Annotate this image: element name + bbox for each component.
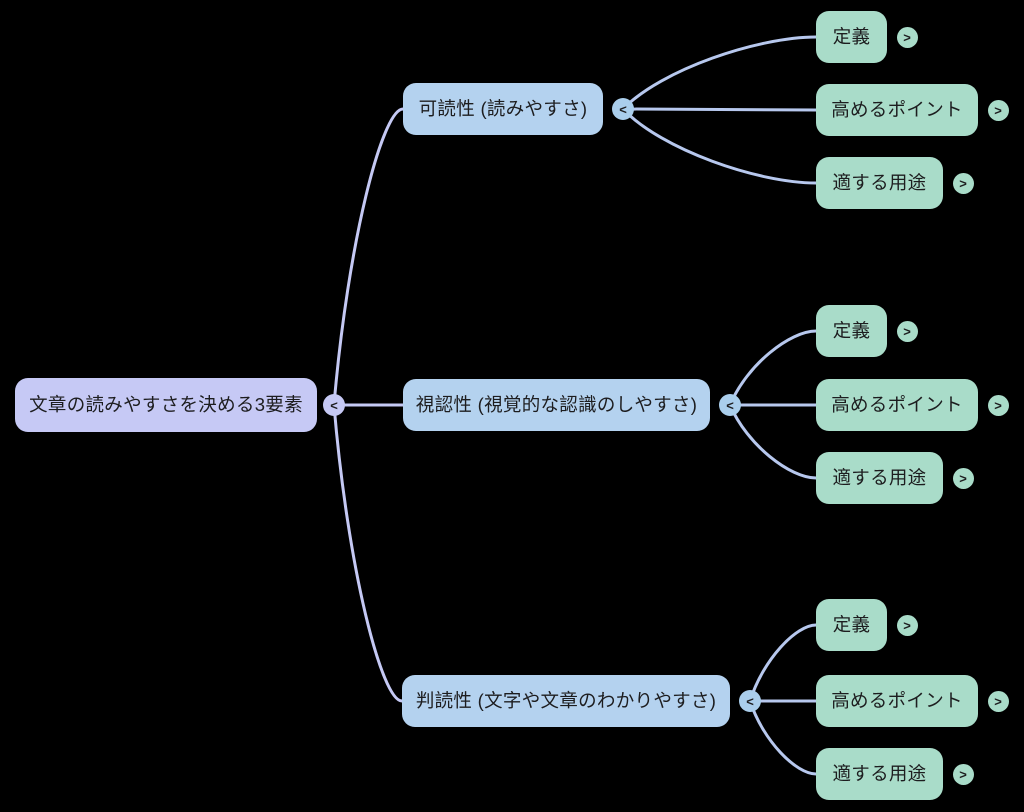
node-label: 文章の読みやすさを決める3要素 — [29, 393, 303, 415]
connector-edge — [621, 107, 818, 185]
collapse-toggle[interactable]: < — [323, 394, 345, 416]
connector-edge — [748, 623, 818, 703]
expand-toggle[interactable]: > — [987, 99, 1009, 121]
leaf-node[interactable]: 定義 — [816, 305, 887, 357]
connector-edge — [748, 699, 818, 776]
connector-edge — [728, 329, 818, 407]
branch-node[interactable]: 可読性 (読みやすさ) — [403, 83, 603, 135]
node-label: 高めるポイント — [831, 393, 963, 415]
collapse-toggle[interactable]: < — [719, 394, 741, 416]
node-label: 視認性 (視覚的な認識のしやすさ) — [415, 393, 698, 415]
node-label: 高めるポイント — [831, 689, 963, 711]
leaf-node[interactable]: 定義 — [816, 599, 887, 651]
leaf-node[interactable]: 適する用途 — [816, 157, 943, 209]
connector-edge — [332, 107, 405, 407]
node-label: 適する用途 — [832, 171, 927, 193]
connector-edge — [621, 35, 818, 111]
connector-edge — [621, 107, 818, 112]
expand-toggle[interactable]: > — [987, 690, 1009, 712]
node-label: 可読性 (読みやすさ) — [418, 97, 588, 119]
leaf-node[interactable]: 適する用途 — [816, 452, 943, 504]
expand-toggle[interactable]: > — [952, 172, 974, 194]
node-label: 定義 — [832, 25, 871, 47]
connector-edge — [728, 403, 818, 480]
node-label: 定義 — [832, 613, 871, 635]
node-label: 適する用途 — [832, 762, 927, 784]
expand-toggle[interactable]: > — [896, 320, 918, 342]
root-node[interactable]: 文章の読みやすさを決める3要素 — [15, 378, 317, 432]
expand-toggle[interactable]: > — [987, 394, 1009, 416]
collapse-toggle[interactable]: < — [739, 690, 761, 712]
leaf-node[interactable]: 高めるポイント — [816, 84, 978, 136]
branch-node[interactable]: 視認性 (視覚的な認識のしやすさ) — [403, 379, 710, 431]
leaf-node[interactable]: 定義 — [816, 11, 887, 63]
expand-toggle[interactable]: > — [896, 614, 918, 636]
node-label: 適する用途 — [832, 466, 927, 488]
leaf-node[interactable]: 適する用途 — [816, 748, 943, 800]
expand-toggle[interactable]: > — [952, 467, 974, 489]
connector-edge — [332, 403, 404, 703]
collapse-toggle[interactable]: < — [612, 98, 634, 120]
expand-toggle[interactable]: > — [896, 26, 918, 48]
branch-node[interactable]: 判読性 (文字や文章のわかりやすさ) — [402, 675, 730, 727]
node-label: 判読性 (文字や文章のわかりやすさ) — [415, 689, 717, 711]
expand-toggle[interactable]: > — [952, 763, 974, 785]
leaf-node[interactable]: 高めるポイント — [816, 379, 978, 431]
node-label: 高めるポイント — [831, 98, 963, 120]
node-label: 定義 — [832, 319, 871, 341]
leaf-node[interactable]: 高めるポイント — [816, 675, 978, 727]
